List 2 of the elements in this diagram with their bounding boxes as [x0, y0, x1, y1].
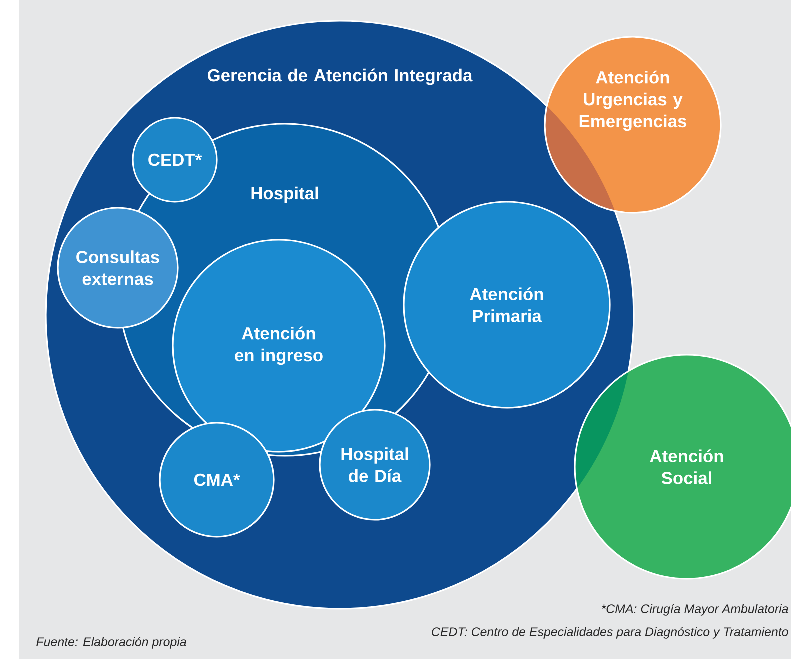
- footnote: CEDT: Centro de Especialidades para Diagnóstico y Tratamiento: [432, 627, 788, 639]
- source-note: Fuente: Elaboración propia: [36, 637, 186, 649]
